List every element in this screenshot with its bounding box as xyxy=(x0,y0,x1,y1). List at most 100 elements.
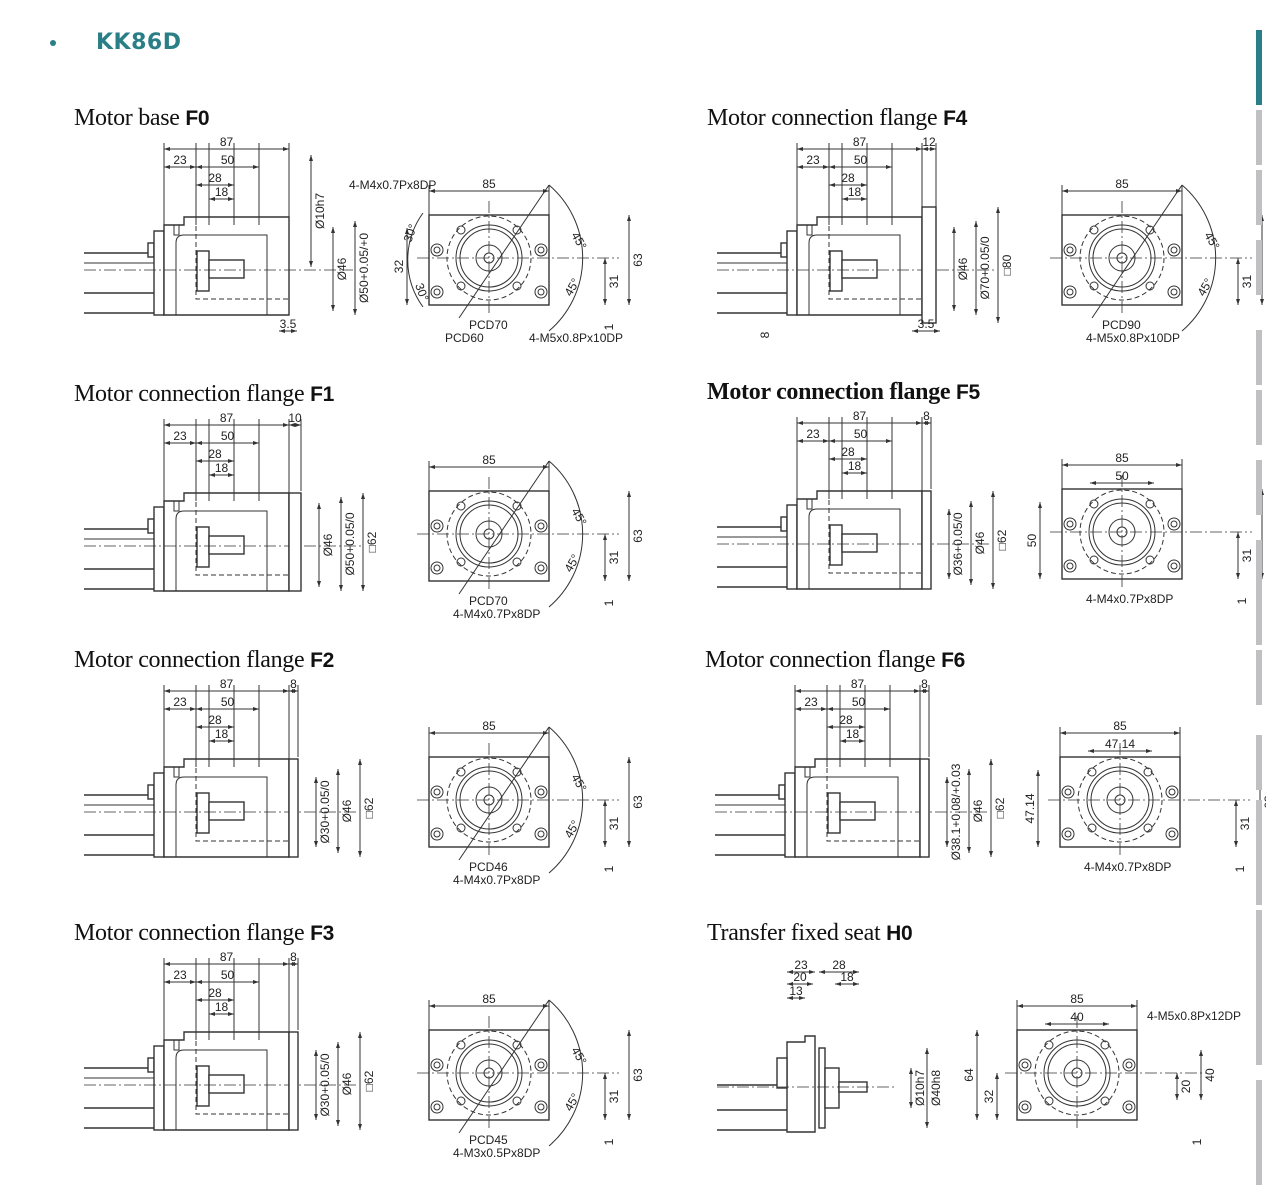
mount-hole xyxy=(1167,517,1181,531)
dim-b: 50 xyxy=(852,695,866,709)
dim-b: 50 xyxy=(854,427,868,441)
dim-height: 63 xyxy=(631,795,644,809)
bolt-hole xyxy=(456,1096,466,1106)
dim-bottom: 8 xyxy=(758,331,772,338)
dim-width: 85 xyxy=(482,719,496,733)
dim-width: 85 xyxy=(482,992,496,1006)
dim-inner-diameter: Ø46 xyxy=(340,799,354,822)
section-title-text: Motor connection flange xyxy=(705,647,942,673)
angle-label-upper: 45° xyxy=(568,230,589,253)
dim-flange-thickness: 12 xyxy=(922,135,936,149)
mount-hole xyxy=(1018,1100,1032,1114)
nav-segment[interactable] xyxy=(1256,910,1262,965)
pcd-label-secondary: PCD60 xyxy=(445,331,484,345)
section-title-text: Motor connection flange xyxy=(74,381,311,407)
nav-segment[interactable] xyxy=(1256,1080,1262,1135)
hole-spec-label: 4-M4x0.7Px8DP xyxy=(1084,860,1171,874)
dim-total: 87 xyxy=(220,950,234,964)
nav-segment[interactable] xyxy=(1256,800,1262,855)
section-code: H0 xyxy=(886,922,913,945)
bolt-hole xyxy=(456,767,466,777)
bolt-hole xyxy=(512,557,522,567)
dim-d: 18 xyxy=(215,1000,229,1014)
hole-spec-label: 4-M4x0.7Px8DP xyxy=(453,873,540,887)
dim-right-half: 20 xyxy=(1179,1080,1193,1094)
dim-outer-diameter: Ø40h8 xyxy=(929,1070,943,1106)
dim-outer-diameter: Ø30+0.05/0 xyxy=(318,1053,332,1116)
dim-left: 50 xyxy=(1025,534,1039,548)
bolt-hole xyxy=(456,225,466,235)
dim-a: 23 xyxy=(794,958,808,972)
dim-outer-diameter: Ø36+0.05/0 xyxy=(951,512,965,575)
nav-segment[interactable] xyxy=(1256,330,1262,385)
nav-segment[interactable] xyxy=(1256,735,1262,790)
dim-mid-height: 31 xyxy=(1238,817,1252,831)
section-title: Motor connection flange F3 xyxy=(74,920,334,947)
dim-outer-diameter: Ø50+0.05/+0 xyxy=(357,233,371,303)
nav-segment[interactable] xyxy=(1256,650,1262,705)
bolt-hole xyxy=(1089,499,1099,509)
nav-segment[interactable] xyxy=(1256,540,1262,595)
mount-hole xyxy=(1063,559,1077,573)
dim-left-total: 64 xyxy=(962,1068,976,1082)
nav-segment[interactable] xyxy=(1256,1130,1262,1185)
mount-hole xyxy=(430,785,444,799)
bolt-hole xyxy=(1143,823,1153,833)
hole-spec-label: 4-M4x0.7Px8DP xyxy=(453,607,540,621)
dim-d: 18 xyxy=(215,727,229,741)
nav-segment[interactable] xyxy=(1256,1010,1262,1065)
nav-segment[interactable] xyxy=(1256,240,1262,295)
dim-offset: 1 xyxy=(602,1138,616,1145)
dim-flange-thickness: 8 xyxy=(290,950,297,964)
bolt-hole xyxy=(1145,555,1155,565)
nav-segment[interactable] xyxy=(1256,460,1262,515)
angle-label-lower: 45° xyxy=(561,276,582,299)
nav-segment[interactable] xyxy=(1256,960,1262,1015)
dim-height: 63 xyxy=(631,529,644,543)
dim-inner-diameter: Ø46 xyxy=(340,1072,354,1095)
dim-total: 87 xyxy=(220,677,234,691)
mount-hole xyxy=(1063,517,1077,531)
bolt-hole xyxy=(1089,281,1099,291)
nav-segment[interactable] xyxy=(1256,170,1262,225)
dim-total: 87 xyxy=(851,677,865,691)
mount-hole xyxy=(430,1100,444,1114)
dim-d: 18 xyxy=(215,185,229,199)
mount-hole xyxy=(1061,785,1075,799)
dim-square: □62 xyxy=(362,1070,376,1091)
dim-d: 18 xyxy=(848,459,862,473)
section-title-text: Motor connection flange xyxy=(707,379,956,405)
angle-label-upper: 45° xyxy=(568,506,589,529)
pcd-label: PCD45 xyxy=(469,1133,508,1147)
bolt-hole xyxy=(512,823,522,833)
dim-b: 50 xyxy=(854,153,868,167)
nav-segment[interactable] xyxy=(1256,30,1262,105)
bolt-hole xyxy=(1100,1040,1110,1050)
dim-total: 87 xyxy=(853,409,867,423)
dim-right-total: 40 xyxy=(1203,1068,1217,1082)
mount-hole xyxy=(534,519,548,533)
dim-inner-diameter: Ø46 xyxy=(971,799,985,822)
angle-arc xyxy=(548,184,584,332)
dim-a: 23 xyxy=(173,153,187,167)
section-title: Motor connection flange F2 xyxy=(74,647,334,674)
nav-segment[interactable] xyxy=(1256,110,1262,165)
nav-segment[interactable] xyxy=(1256,850,1262,905)
bolt-hole xyxy=(1143,767,1153,777)
dim-outer-diameter: Ø50+0.05/0 xyxy=(343,512,357,575)
dim-a: 23 xyxy=(173,429,187,443)
mount-hole xyxy=(430,827,444,841)
angle-label-upper: 45° xyxy=(1201,230,1222,253)
nav-segment[interactable] xyxy=(1256,390,1262,445)
mount-hole xyxy=(1167,285,1181,299)
bolt-hole xyxy=(456,823,466,833)
nav-segment[interactable] xyxy=(1256,590,1262,645)
dim-mid-height: 31 xyxy=(607,1090,621,1104)
